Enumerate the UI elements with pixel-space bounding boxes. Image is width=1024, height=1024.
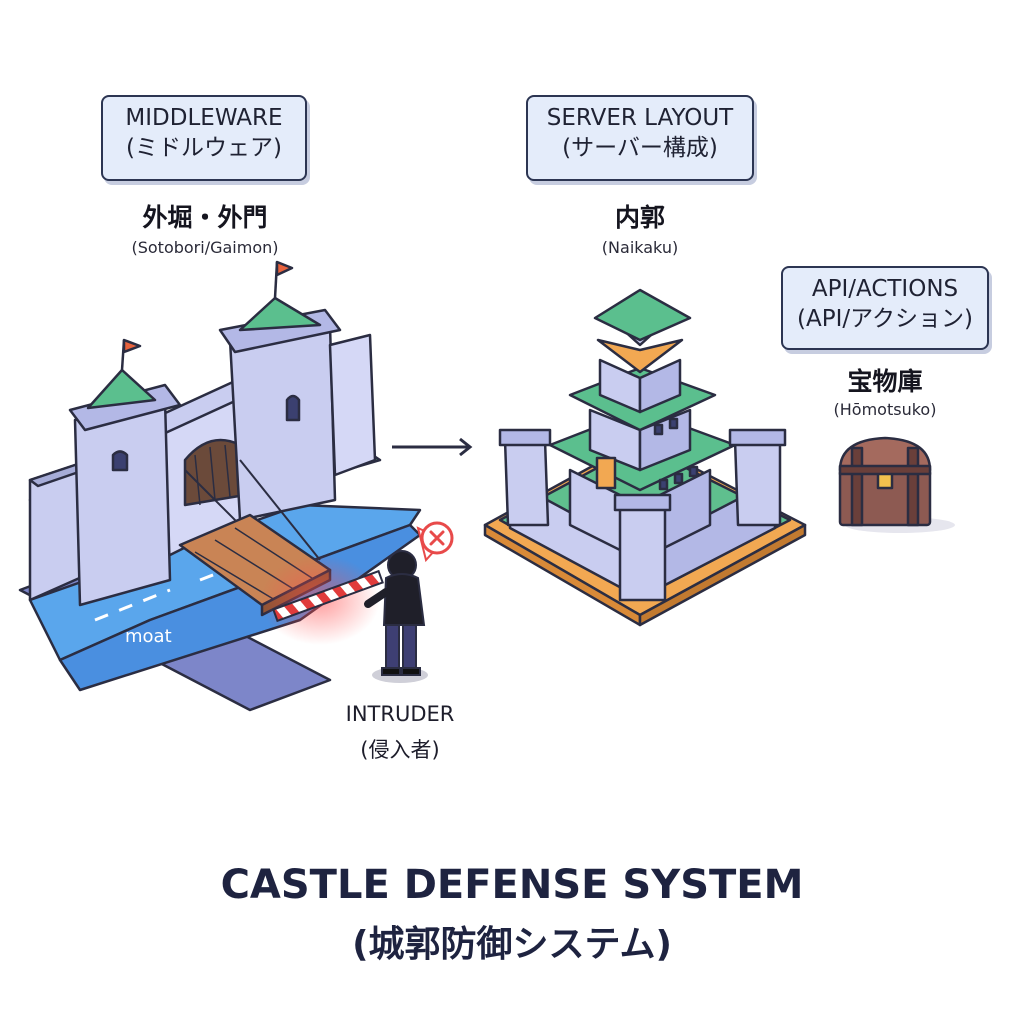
x-mark-icon <box>416 521 454 563</box>
api-name-jp: 宝物庫 <box>847 367 923 396</box>
inner-castle <box>483 288 807 627</box>
intruder-figure <box>364 550 428 683</box>
intruder-label-en: INTRUDER <box>345 702 455 726</box>
moat-label: moat <box>125 626 172 647</box>
outer-moat-and-gate <box>18 260 422 712</box>
middleware-label-box: MIDDLEWARE (ミドルウェア) <box>101 95 307 181</box>
server-label-jp: (サーバー構成) <box>562 135 718 161</box>
diagram-title: CASTLE DEFENSE SYSTEM <box>220 862 804 908</box>
intruder-label-jp: (侵入者) <box>360 738 440 762</box>
middleware-label-en: MIDDLEWARE <box>125 105 283 131</box>
server-name-romaji: (Naikaku) <box>601 238 679 257</box>
server-label-en: SERVER LAYOUT <box>546 105 734 131</box>
middleware-name-romaji: (Sotobori/Gaimon) <box>131 238 279 257</box>
middleware-label-jp: (ミドルウェア) <box>126 135 282 161</box>
api-label-box: API/ACTIONS (API/アクション) <box>781 266 989 350</box>
api-label-en: API/ACTIONS <box>811 276 959 302</box>
server-name-jp: 内郭 <box>614 203 665 232</box>
diagram-subtitle: (城郭防御システム) <box>352 924 672 965</box>
barrier-bar <box>272 569 384 623</box>
middleware-name-jp: 外堀・外門 <box>142 203 268 232</box>
treasure-chest-icon <box>838 436 955 533</box>
arrow-right-icon <box>392 437 473 457</box>
api-name-romaji: (Hōmotsuko) <box>833 400 937 419</box>
server-label-box: SERVER LAYOUT (サーバー構成) <box>526 95 754 181</box>
api-label-jp: (API/アクション) <box>797 306 973 332</box>
